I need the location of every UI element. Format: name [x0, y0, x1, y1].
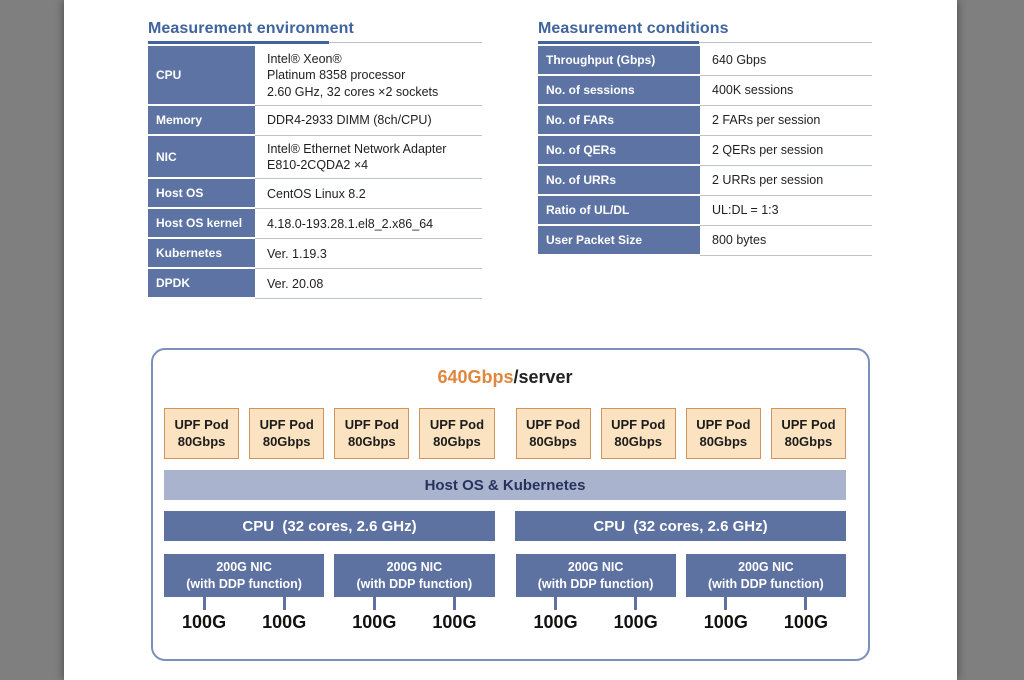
row-label-kubernetes: Kubernetes: [148, 239, 255, 270]
port-connector-line: [452, 597, 456, 610]
port: 100G: [766, 597, 846, 633]
row-label-qers: No. of QERs: [538, 136, 700, 166]
row-label-throughput: Throughput (Gbps): [538, 46, 700, 76]
row-label-dpdk: DPDK: [148, 269, 255, 300]
port: 100G: [244, 597, 324, 633]
port-connector-line: [202, 597, 206, 610]
port: 100G: [686, 597, 766, 633]
conditions-title-rule: [538, 41, 872, 44]
cpu-2: CPU (32 cores, 2.6 GHz): [515, 511, 846, 541]
row-value-dpdk: Ver. 20.08: [255, 269, 482, 300]
row-label-host-os: Host OS: [148, 179, 255, 210]
table-row: Host OS CentOS Linux 8.2: [148, 179, 482, 210]
nic-3-ports: 100G 100G: [516, 597, 676, 633]
row-label-urrs: No. of URRs: [538, 166, 700, 196]
row-value-nic: Intel® Ethernet Network Adapter E810-2CQ…: [255, 136, 482, 180]
throughput-value: 640Gbps: [437, 367, 514, 387]
port: 100G: [334, 597, 414, 633]
row-value-host-os-kernel: 4.18.0-193.28.1.el8_2.x86_64: [255, 209, 482, 240]
row-label-nic: NIC: [148, 135, 255, 180]
port: 100G: [596, 597, 676, 633]
table-row: Ratio of UL/DL UL:DL = 1:3: [538, 196, 872, 226]
table-row: CPU Intel® Xeon® Platinum 8358 processor…: [148, 46, 482, 106]
conditions-table-title: Measurement conditions: [538, 20, 729, 37]
port-connector-line: [372, 597, 376, 610]
port-connector-line: [804, 597, 808, 610]
server-throughput-title: 640Gbps/server: [164, 366, 846, 388]
table-row: No. of URRs 2 URRs per session: [538, 166, 872, 196]
measurement-conditions-table: Measurement conditions Throughput (Gbps)…: [538, 20, 872, 256]
port: 100G: [164, 597, 244, 633]
nic-4-ports: 100G 100G: [686, 597, 846, 633]
row-value-urrs: 2 URRs per session: [700, 166, 872, 196]
port: 100G: [414, 597, 494, 633]
nic-2-ports: 100G 100G: [334, 597, 494, 633]
environment-table-title: Measurement environment: [148, 20, 354, 37]
port-connector-line: [724, 597, 728, 610]
nic-2: 200G NIC(with DDP function): [334, 554, 495, 597]
environment-title-rule: [148, 41, 482, 44]
row-label-fars: No. of FARs: [538, 106, 700, 136]
port: 100G: [516, 597, 596, 633]
row-value-cpu: Intel® Xeon® Platinum 8358 processor 2.6…: [255, 46, 482, 106]
table-row: Throughput (Gbps) 640 Gbps: [538, 46, 872, 76]
row-label-cpu: CPU: [148, 46, 255, 106]
row-label-host-os-kernel: Host OS kernel: [148, 209, 255, 240]
nic-row: 200G NIC(with DDP function) 200G NIC(wit…: [164, 554, 846, 597]
document-page: Measurement environment CPU Intel® Xeon®…: [64, 0, 957, 680]
nic-4: 200G NIC(with DDP function): [685, 554, 846, 597]
nic-3: 200G NIC(with DDP function): [515, 554, 676, 597]
row-value-host-os: CentOS Linux 8.2: [255, 179, 482, 210]
row-value-memory: DDR4-2933 DIMM (8ch/CPU): [255, 106, 482, 136]
cpu-1: CPU (32 cores, 2.6 GHz): [164, 511, 495, 541]
nic-1: 200G NIC(with DDP function): [164, 554, 325, 597]
row-value-kubernetes: Ver. 1.19.3: [255, 239, 482, 270]
row-value-sessions: 400K sessions: [700, 76, 872, 106]
table-row: NIC Intel® Ethernet Network Adapter E810…: [148, 135, 482, 180]
host-os-kubernetes-layer: Host OS & Kubernetes: [164, 470, 846, 500]
row-label-ul-dl-ratio: Ratio of UL/DL: [538, 196, 700, 226]
table-row: No. of QERs 2 QERs per session: [538, 136, 872, 166]
measurement-environment-table: Measurement environment CPU Intel® Xeon®…: [148, 20, 482, 300]
nic-1-ports: 100G 100G: [164, 597, 324, 633]
port-connector-line: [634, 597, 638, 610]
table-row: Memory DDR4-2933 DIMM (8ch/CPU): [148, 105, 482, 136]
row-value-qers: 2 QERs per session: [700, 136, 872, 166]
table-row: No. of sessions 400K sessions: [538, 76, 872, 106]
table-row: Host OS kernel 4.18.0-193.28.1.el8_2.x86…: [148, 209, 482, 240]
table-row: User Packet Size 800 bytes: [538, 226, 872, 256]
row-value-ul-dl-ratio: UL:DL = 1:3: [700, 196, 872, 226]
table-row: DPDK Ver. 20.08: [148, 269, 482, 300]
row-value-packet-size: 800 bytes: [700, 226, 872, 256]
row-value-throughput: 640 Gbps: [700, 46, 872, 76]
cpu-row: CPU (32 cores, 2.6 GHz) CPU (32 cores, 2…: [164, 511, 846, 541]
row-label-memory: Memory: [148, 105, 255, 136]
row-label-sessions: No. of sessions: [538, 76, 700, 106]
port-row: 100G 100G 100G 100G 100G 100G 100G 100G: [164, 597, 846, 633]
port-connector-line: [554, 597, 558, 610]
row-label-packet-size: User Packet Size: [538, 226, 700, 256]
table-row: No. of FARs 2 FARs per session: [538, 106, 872, 136]
table-row: Kubernetes Ver. 1.19.3: [148, 239, 482, 270]
port-connector-line: [282, 597, 286, 610]
throughput-suffix: /server: [513, 367, 573, 387]
row-value-fars: 2 FARs per session: [700, 106, 872, 136]
